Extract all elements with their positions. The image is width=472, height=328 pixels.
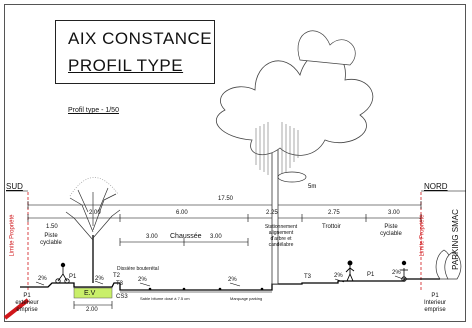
slope-label: 2% <box>228 277 237 283</box>
marker-t2: T2 <box>113 273 121 279</box>
dim-trottoir: 2.75 <box>328 210 340 216</box>
left-boundary-label: Limite Propriété <box>9 214 16 257</box>
dim-piste-left: 1.50 <box>46 224 58 230</box>
drawing-frame <box>4 4 466 322</box>
marker-bordure: Dissière bouterétal <box>117 266 159 272</box>
zone-piste-right: Piste cyclable <box>380 224 402 237</box>
lamp-head <box>277 171 307 183</box>
dim-ev: 2.00 <box>86 307 98 313</box>
parking-label: PARKING SMAC <box>450 209 460 270</box>
slope-label: 2% <box>334 273 343 279</box>
marker-p1-right: P1 <box>367 272 375 278</box>
marker-t3-left: T3 <box>116 281 124 287</box>
zone-trottoir: Trottoir <box>322 224 341 230</box>
dim-lane-right: 3.00 <box>210 234 222 240</box>
corner-marker <box>3 298 30 320</box>
dim-total: 17.50 <box>218 196 234 202</box>
cyclist-right-icon <box>400 260 408 282</box>
slope-label: 2% <box>138 277 147 283</box>
dim-piste-right: 3.00 <box>388 210 400 216</box>
side-north-label: NORD <box>424 182 448 191</box>
dim-lane-left: 3.00 <box>146 234 158 240</box>
left-tree-icon <box>65 177 121 283</box>
marker-ext-left: P1 exterieur emprise <box>15 293 39 313</box>
marker-int-right: P1 Interieur emprise <box>423 293 446 313</box>
scale-label: Profil type - 1/50 <box>68 107 119 114</box>
zone-ev: E.V <box>84 290 96 297</box>
right-boundary-label: Limite Propriété <box>419 214 426 257</box>
slope-label: 2% <box>38 276 47 282</box>
zone-piste-left: Piste cyclable <box>40 233 62 246</box>
dim-left-tree-zone: 2.00 <box>89 210 101 216</box>
title-block: AIX CONSTANCE PROFIL TYPE <box>55 20 215 84</box>
cyclist-left-icon <box>55 262 70 284</box>
marker-p1-left: P1 <box>69 274 77 280</box>
zone-chaussee: Chaussée <box>170 233 202 240</box>
note-curb: Marquage parking <box>230 296 263 301</box>
marker-t3-right: T3 <box>304 274 312 280</box>
title-line-1: AIX CONSTANCE <box>68 29 213 48</box>
ground-profile <box>20 278 440 291</box>
title-line-2: PROFIL TYPE <box>68 56 184 75</box>
hedge-icon <box>435 249 462 280</box>
note-road: Sable bitume dosé à 7.5 cm <box>140 296 190 301</box>
tree-height-label: 5m <box>308 184 316 190</box>
zone-stationnement: Stationnement alignement d'arbre et cand… <box>264 224 298 248</box>
pedestrian-icon <box>345 260 355 282</box>
dim-chaussee: 6.00 <box>176 210 188 216</box>
central-tree-icon: 5m <box>216 30 374 285</box>
ev-zone <box>73 287 113 299</box>
slope-label: 2% <box>392 270 401 276</box>
road-markers <box>148 287 264 291</box>
side-south-label: SUD <box>6 182 23 191</box>
slope-label: 2% <box>95 276 104 282</box>
marker-cs3: CS3 <box>116 294 128 300</box>
dim-stationnement: 2.25 <box>266 210 278 216</box>
